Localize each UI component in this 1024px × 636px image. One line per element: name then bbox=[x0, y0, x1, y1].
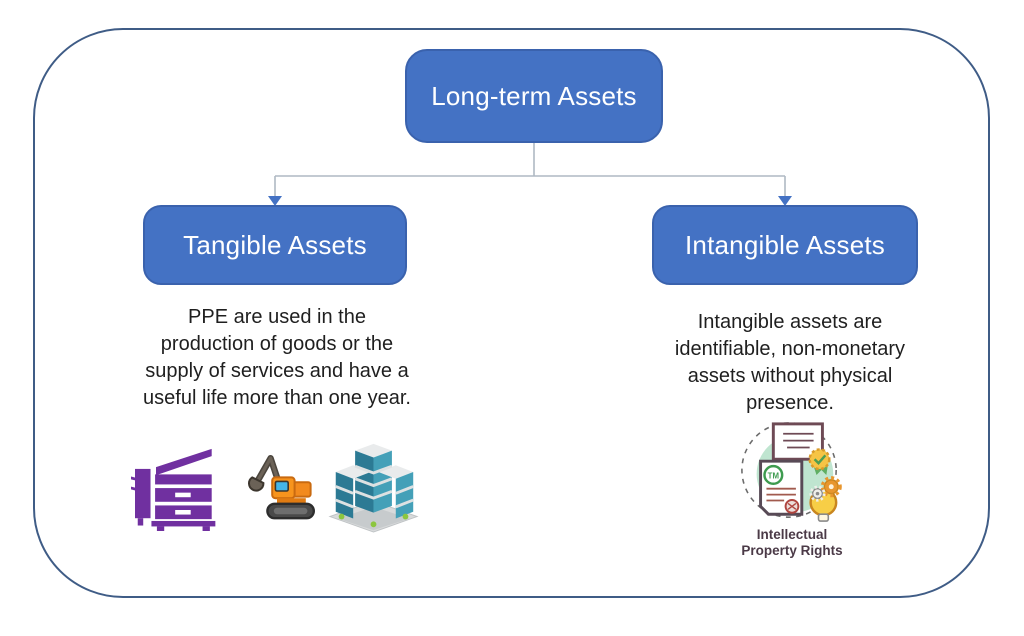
arrowhead-left-icon bbox=[268, 196, 282, 206]
excavator-icon bbox=[245, 446, 317, 533]
node-long-term-assets: Long-term Assets bbox=[405, 49, 663, 143]
description-line: presence. bbox=[746, 392, 834, 414]
node-intangible-assets-label: Intangible Assets bbox=[685, 229, 885, 260]
description-line: supply of services and have a bbox=[145, 360, 409, 382]
node-tangible-assets-label: Tangible Assets bbox=[183, 229, 367, 260]
description-line: useful life more than one year. bbox=[143, 387, 411, 409]
description-line: assets without physical bbox=[687, 365, 893, 387]
node-intangible-assets: Intangible Assets bbox=[652, 205, 918, 285]
intangible-description: Intangible assets are identifiable, non-… bbox=[633, 309, 947, 417]
caption-line: Intellectual bbox=[756, 527, 828, 542]
description-line: Intangible assets are bbox=[697, 311, 883, 333]
arrowhead-right-icon bbox=[778, 196, 792, 206]
node-long-term-assets-label: Long-term Assets bbox=[431, 80, 637, 111]
office-building-icon bbox=[328, 437, 420, 542]
copier-icon bbox=[128, 447, 223, 536]
svg-text:TM: TM bbox=[768, 471, 780, 480]
intellectual-property-icon: TM bbox=[727, 418, 855, 531]
caption-line: Property Rights bbox=[741, 543, 843, 558]
node-tangible-assets: Tangible Assets bbox=[143, 205, 407, 285]
description-line: production of goods or the bbox=[160, 333, 394, 355]
description-line: PPE are used in the bbox=[188, 306, 366, 328]
tangible-description: PPE are used in the production of goods … bbox=[120, 304, 434, 412]
diagram-outer-border bbox=[33, 28, 990, 598]
intellectual-property-caption: Intellectual Property Rights bbox=[712, 527, 872, 559]
description-line: identifiable, non-monetary bbox=[674, 338, 906, 360]
